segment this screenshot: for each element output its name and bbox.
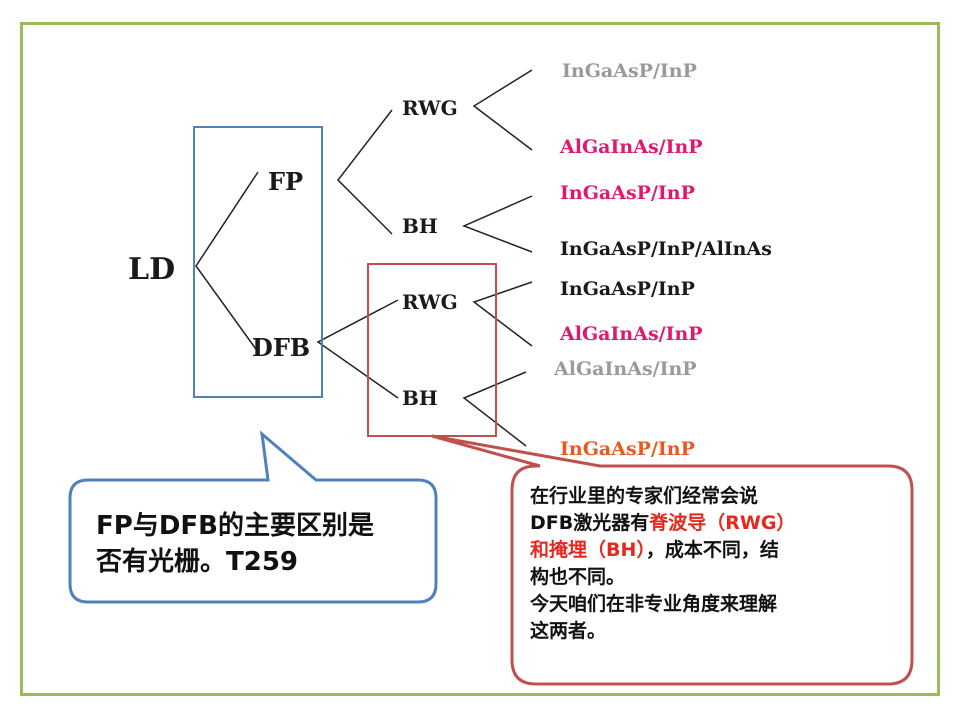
branch-fp xyxy=(337,109,393,235)
branch-fp-rwg xyxy=(472,69,533,151)
highlight-rwg: 脊波导（RWG） xyxy=(649,512,796,534)
leaf-7: AlGaInAs/InP xyxy=(554,358,697,380)
node-dfb-bh: BH xyxy=(402,386,438,410)
node-fp-bh: BH xyxy=(402,214,438,238)
leaf-6: AlGaInAs/InP xyxy=(560,323,703,345)
branch-ld xyxy=(195,171,259,353)
node-ld: LD xyxy=(128,252,176,287)
leaf-5: InGaAsP/InP xyxy=(560,278,695,300)
right-callout-text: 在行业里的专家们经常会说 DFB激光器有脊波导（RWG） 和掩埋（BH），成本不… xyxy=(530,483,902,645)
left-callout-text: FP与DFB的主要区别是 否有光栅。T259 xyxy=(96,508,416,580)
right-callout-line: 构也不同。 xyxy=(530,566,626,588)
node-fp-rwg: RWG xyxy=(402,96,458,120)
leaf-4: InGaAsP/InP/AlInAs xyxy=(560,238,772,260)
left-callout-line: FP与DFB的主要区别是 xyxy=(96,511,374,541)
right-callout-line: 今天咱们在非专业角度来理解 xyxy=(530,593,778,615)
leaf-3: InGaAsP/InP xyxy=(560,182,695,204)
left-callout-line: 否有光栅。T259 xyxy=(96,547,299,577)
right-callout-line: 这两者。 xyxy=(530,620,607,642)
right-callout-fragment: ，成本不同，结 xyxy=(645,539,779,561)
branch-dfb xyxy=(316,299,399,399)
fp-dfb-box xyxy=(193,126,323,398)
right-callout-line: DFB激光器有脊波导（RWG） xyxy=(530,510,902,537)
leaf-2: AlGaInAs/InP xyxy=(560,136,703,158)
node-fp: FP xyxy=(268,167,304,196)
right-callout-bubble xyxy=(431,434,914,686)
node-dfb-rwg: RWG xyxy=(402,290,458,314)
branch-fp-bh xyxy=(462,195,533,253)
right-callout-line: 在行业里的专家们经常会说 xyxy=(530,485,759,507)
branch-dfb-rwg xyxy=(472,281,533,347)
highlight-bh: 和掩埋（BH） xyxy=(530,539,646,561)
left-callout-bubble xyxy=(68,430,438,604)
leaf-8: InGaAsP/InP xyxy=(560,438,695,460)
slide-frame xyxy=(20,22,940,696)
branch-dfb-bh xyxy=(462,371,527,447)
leaf-1: InGaAsP/InP xyxy=(562,60,697,82)
right-callout-fragment: DFB激光器有 xyxy=(530,512,650,534)
node-dfb: DFB xyxy=(252,333,311,362)
right-callout-line: 和掩埋（BH），成本不同，结 xyxy=(530,537,902,564)
